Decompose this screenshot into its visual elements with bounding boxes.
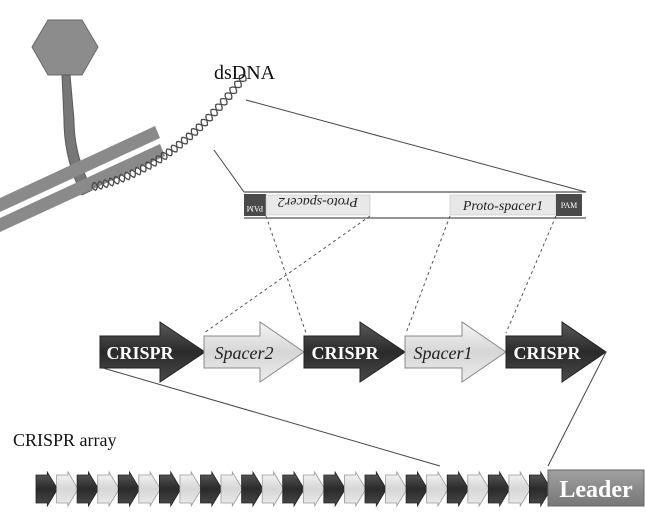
- pam-right-label: PAM: [561, 201, 578, 210]
- array-repeat-arrow: [487, 470, 511, 508]
- array-spacer-arrow: [467, 470, 490, 508]
- array-repeat-arrow: [241, 470, 264, 508]
- crispr-repeat-2: CRISPR: [303, 321, 406, 383]
- crispr-repeat-1-label: CRISPR: [106, 343, 174, 363]
- array-repeat-arrow: [405, 470, 429, 508]
- bacterial-membrane: [0, 126, 165, 232]
- spacer-1-label: Spacer1: [414, 343, 473, 363]
- crispr-repeat-3-label: CRISPR: [513, 343, 581, 363]
- pam-right-box: [556, 194, 582, 216]
- acquisition-dashed-lines: [203, 215, 557, 334]
- crispr-repeat-2-label: CRISPR: [311, 343, 379, 363]
- protospacer-2-label: Proto-spacer2: [278, 194, 359, 209]
- dsdna-helix: [91, 74, 247, 192]
- protospacer-2-box: [265, 194, 371, 216]
- crispr-array-label: CRISPR array: [13, 430, 117, 450]
- spacer-2-arrow: Spacer2: [203, 321, 305, 383]
- array-repeat-arrow: [117, 470, 141, 508]
- array-spacer-arrow: [97, 470, 120, 508]
- spacer-1-arrow: Spacer1: [404, 321, 507, 383]
- leader: Leader: [547, 469, 645, 507]
- phage-head-icon: [31, 19, 99, 76]
- array-spacer-arrow: [426, 470, 449, 508]
- array-repeat-arrow: [282, 470, 305, 508]
- pam-left-label: PAM: [247, 204, 264, 213]
- array-spacer-arrow: [220, 470, 244, 508]
- protospacer-region: PAM Proto-spacer2 Proto-spacer1 PAM: [244, 191, 586, 219]
- array-spacer-arrow: [56, 470, 79, 508]
- zoom-lines-bottom: [102, 351, 607, 467]
- array-repeat-arrow: [76, 470, 100, 508]
- array-spacer-arrow: [261, 470, 285, 508]
- array-repeat-arrow: [35, 470, 59, 508]
- array-repeat-arrow: [323, 470, 346, 508]
- array-repeat-arrow: [200, 470, 223, 508]
- array-spacer-arrow: [385, 470, 408, 508]
- array-repeat-arrow: [364, 470, 387, 508]
- protospacer-1-label: Proto-spacer1: [462, 199, 543, 214]
- pam-left-box: [244, 194, 266, 216]
- zoom-lines-top: [213, 99, 587, 193]
- array-spacer-arrow: [343, 470, 367, 508]
- dsdna-label: dsDNA: [214, 62, 276, 84]
- array-repeat-arrow: [446, 470, 470, 508]
- crispr-repeat-3: CRISPR: [505, 321, 607, 383]
- array-spacer-arrow: [179, 470, 202, 508]
- leader-label: Leader: [559, 477, 633, 503]
- array-spacer-arrow: [138, 470, 161, 508]
- array-spacer-arrow: [508, 470, 531, 508]
- crispr-array: [35, 470, 552, 508]
- phage: [31, 19, 99, 196]
- array-spacer-arrow: [302, 470, 326, 508]
- array-repeat-arrow: [158, 470, 182, 508]
- spacer-2-label: Spacer2: [215, 343, 274, 363]
- phage-tail-icon: [61, 74, 93, 196]
- array-repeat-arrow: [529, 470, 552, 508]
- crispr-repeat-1: CRISPR: [99, 321, 206, 383]
